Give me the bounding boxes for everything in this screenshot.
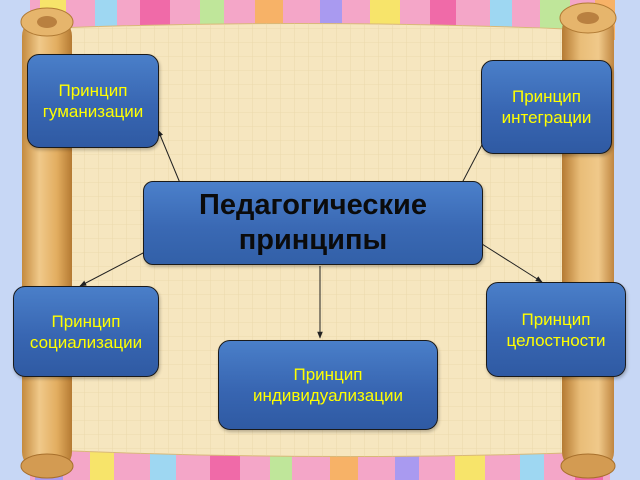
node-socialization-label: Принцип социализации [29,311,143,352]
arrow-to-humanization [157,129,181,184]
arrow-to-socialization [79,251,146,287]
node-individualization: Принцип индивидуализации [218,340,438,430]
node-integrity: Принцип целостности [486,282,626,377]
node-integrity-label: Принцип целостности [506,309,606,350]
center-node: Педагогические принципы [143,181,483,265]
node-integration-label: Принцип интеграции [501,87,592,127]
center-node-label: Педагогические принципы [198,189,427,256]
node-socialization: Принцип социализации [13,286,159,377]
node-individualization-label: Принцип индивидуализации [253,365,403,405]
node-humanization-label: Принцип гуманизации [42,81,144,121]
arrow-to-integrity [481,243,543,283]
node-humanization: Принцип гуманизации [27,54,159,148]
node-integration: Принцип интеграции [481,60,612,154]
